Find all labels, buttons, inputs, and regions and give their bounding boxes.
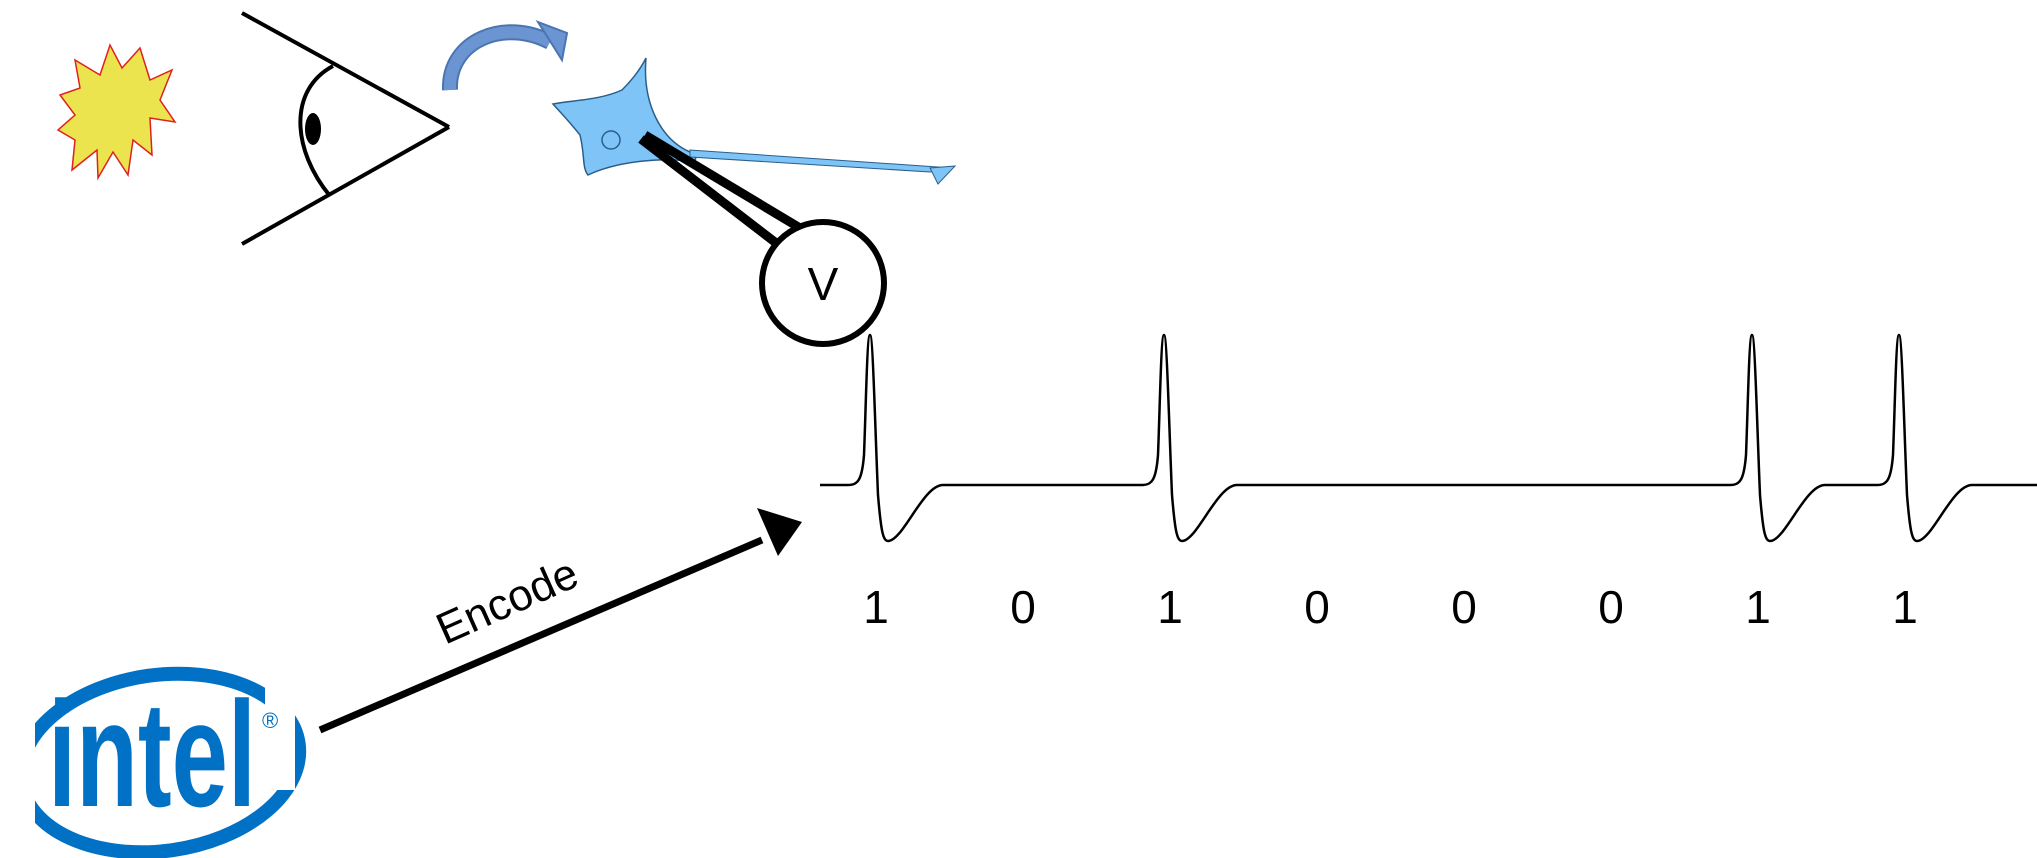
starburst-icon bbox=[56, 43, 177, 181]
bit-label: 1 bbox=[1157, 581, 1183, 633]
bit-sequence: 1 0 1 0 0 0 1 1 bbox=[863, 581, 1918, 633]
voltmeter: V bbox=[759, 219, 887, 347]
bit-label: 0 bbox=[1304, 581, 1330, 633]
encode-label: Encode bbox=[429, 549, 585, 654]
encode-arrow bbox=[318, 508, 802, 734]
bit-label: 0 bbox=[1598, 581, 1624, 633]
electrode bbox=[638, 131, 803, 250]
curved-arrow-icon bbox=[442, 20, 569, 91]
voltmeter-label: V bbox=[808, 258, 839, 310]
neuron-icon bbox=[551, 57, 957, 185]
eye-icon bbox=[241, 11, 450, 246]
bit-label: 1 bbox=[863, 581, 889, 633]
bit-label: 0 bbox=[1451, 581, 1477, 633]
registered-mark: ® bbox=[262, 708, 278, 733]
bit-label: 1 bbox=[1892, 581, 1918, 633]
bit-label: 0 bbox=[1010, 581, 1036, 633]
spike-train-trace bbox=[820, 333, 2037, 543]
logo-text: intel bbox=[48, 670, 256, 838]
intel-logo: intel ® bbox=[0, 666, 307, 858]
bit-label: 1 bbox=[1745, 581, 1771, 633]
